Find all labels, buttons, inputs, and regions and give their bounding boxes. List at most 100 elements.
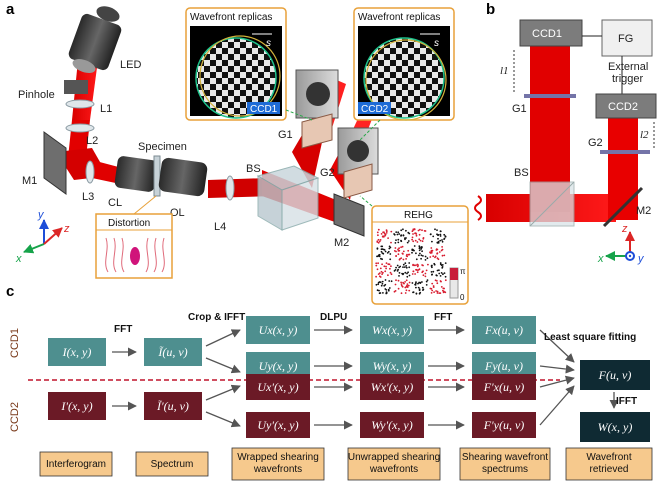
step-dlpu: DLPU: [320, 312, 347, 323]
rehg-dot: [434, 228, 436, 231]
m1-label: M1: [22, 175, 37, 187]
step-crop: Crop & IFFT: [188, 312, 245, 323]
rehg-dot: [385, 230, 388, 233]
rehg-dot: [424, 255, 427, 258]
rehg-dot: [397, 241, 400, 244]
caption-text: wavefronts: [369, 464, 418, 475]
rehg-dot: [440, 272, 443, 274]
rehg-dot: [431, 273, 433, 276]
objective-lens: [158, 157, 208, 197]
rehg-dot: [430, 247, 433, 249]
rehg-dot: [421, 250, 423, 253]
rehg-dot: [412, 248, 414, 251]
rehg-leader: [359, 195, 373, 207]
rehg-dot: [376, 231, 379, 234]
box-fx-ccd1: [472, 316, 536, 344]
rehg-dot: [390, 230, 393, 233]
arrow-lsq-2: [539, 364, 575, 374]
rehg-dot: [436, 274, 438, 277]
replica-inset-ccd1: [185, 7, 287, 121]
rehg-dot: [387, 288, 390, 291]
rehg-dot: [418, 233, 421, 236]
rehg-dot: [383, 249, 386, 251]
box-wx-ccd1: [360, 316, 424, 344]
caption-text: Wavefront: [586, 452, 631, 463]
lens-l4: [225, 175, 235, 201]
rehg-dot: [432, 286, 435, 288]
rehg-dot: [429, 252, 432, 254]
rehg-dot: [380, 250, 383, 253]
b-g2-label: G2: [588, 137, 603, 149]
rehg-dot: [419, 228, 421, 231]
rehg-dot: [444, 275, 447, 278]
box-fx-ccd1-label: Fx(u, v): [484, 323, 523, 337]
arrow-lsq-3: [539, 375, 575, 388]
rehg-dot: [383, 265, 386, 268]
rehg-dot: [440, 249, 443, 252]
replica2-title: Wavefront replicas: [358, 12, 440, 23]
rehg-dot: [382, 271, 384, 274]
grating-g1: [301, 113, 333, 149]
rehg-dot: [442, 291, 445, 294]
rehg-dot: [381, 273, 383, 275]
rehg-dot: [417, 229, 420, 232]
rehg-dot: [404, 281, 406, 283]
rehg-dot: [440, 286, 443, 288]
rehg-dot: [404, 262, 407, 265]
rehg-dot: [379, 281, 382, 284]
b-grating-g2: [600, 150, 650, 154]
box-ux-ccd2-label: Ux'(x, y): [257, 380, 298, 394]
replica1-title: Wavefront replicas: [190, 12, 272, 23]
replica1-ccd-tag: CCD1: [250, 104, 278, 115]
rehg-dot: [401, 252, 404, 255]
rehg-dot: [418, 288, 421, 291]
box-fx-ccd2-label: F'x(u, v): [483, 380, 525, 394]
caption-text: Shearing wavefront: [462, 452, 548, 463]
rehg-dot: [388, 287, 391, 289]
replica1-shear: s: [266, 38, 271, 49]
rehg-dot: [404, 238, 406, 241]
rehg-dot: [441, 267, 444, 269]
replica2-ccd-tag: CCD2: [361, 104, 389, 115]
rehg-dot: [402, 250, 405, 253]
rehg-dot: [442, 273, 444, 276]
rehg-dot: [439, 230, 442, 233]
rehg-dot: [393, 290, 396, 293]
rehg-dot: [441, 239, 443, 241]
rehg-dot: [436, 292, 439, 294]
rehg-dot: [395, 239, 397, 242]
rehg-dot: [412, 263, 414, 266]
rehg-dot: [407, 284, 410, 287]
box-f: [580, 360, 650, 390]
caption-text: wavefronts: [253, 464, 302, 475]
rehg-dot: [384, 233, 387, 236]
distortion-leader: [133, 195, 157, 215]
rehg-dot: [393, 270, 396, 272]
l1-label: L1: [100, 103, 112, 115]
rehg-dot: [402, 263, 405, 266]
rehg-dot: [435, 290, 437, 292]
b-bs-label: BS: [514, 167, 529, 179]
rehg-dot: [419, 252, 421, 255]
grating-g2: [343, 163, 373, 199]
rehg-dot: [422, 274, 425, 277]
distortion-title: Distortion: [108, 218, 150, 229]
rehg-dot: [401, 285, 404, 288]
rehg-dot: [380, 284, 383, 287]
rehg-dot: [406, 241, 409, 244]
box-wx-ccd2-label: Wx'(x, y): [371, 380, 414, 394]
b-l2-label: l2: [640, 129, 649, 141]
rehg-dot: [400, 246, 402, 249]
rehg-dot: [411, 273, 414, 275]
rehg-dot: [388, 245, 391, 248]
rehg-dot: [415, 258, 418, 261]
rehg-dot: [421, 240, 424, 243]
box-wy-ccd1-label: Wy(x, y): [373, 359, 412, 373]
rehg-dot: [387, 274, 389, 277]
rehg-dot: [425, 269, 428, 272]
rehg-dot: [414, 232, 416, 235]
rehg-dot: [402, 258, 405, 261]
rehg-dot: [377, 234, 379, 237]
pinhole-label: Pinhole: [18, 89, 55, 101]
rehg-dot: [381, 282, 384, 285]
